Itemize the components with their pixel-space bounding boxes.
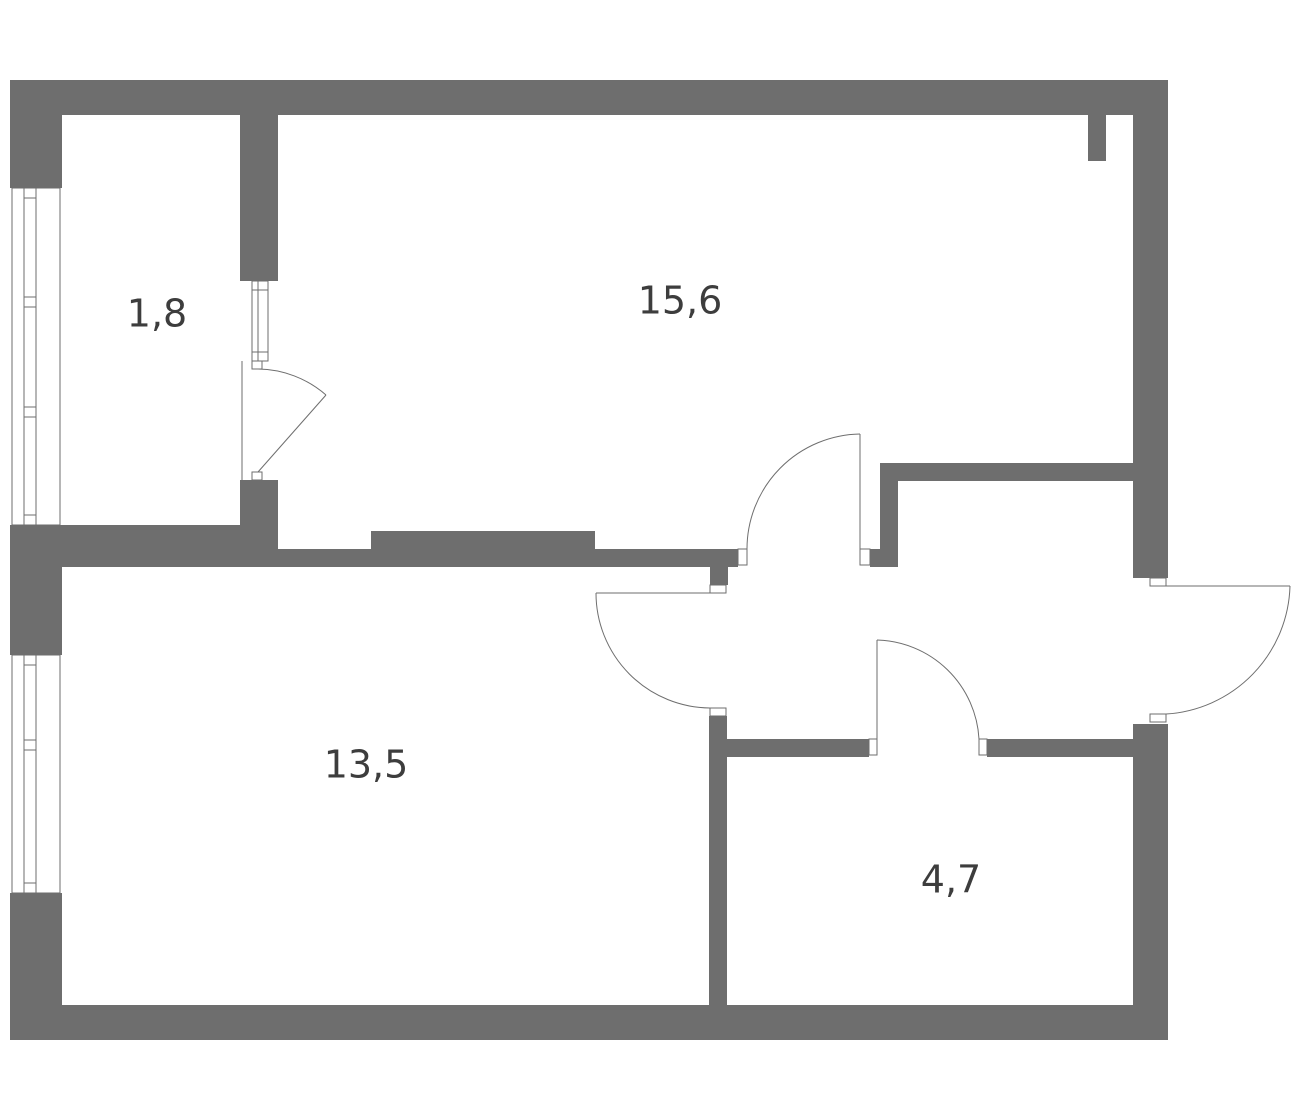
wall-mid-stub — [710, 549, 728, 585]
wall-loggia-divider-top — [240, 115, 278, 281]
wall-bath-top-left — [727, 739, 869, 757]
wall-hall-horizontal — [880, 463, 1133, 481]
wall-left-middle — [10, 525, 62, 655]
wall-mid-horizontal — [62, 549, 738, 567]
wall-mid-thickened — [371, 531, 595, 551]
wall-bath-top-right — [987, 739, 1133, 757]
wall-column — [1088, 115, 1106, 161]
door-room-left — [595, 584, 727, 717]
wall-right-lower — [1133, 724, 1168, 1040]
room-area-room-top: 15,6 — [638, 279, 723, 323]
window-loggia — [11, 187, 61, 526]
window-room-left — [11, 654, 61, 894]
room-area-room-left: 13,5 — [324, 743, 409, 787]
window-loggia-inner — [251, 280, 269, 362]
windows — [11, 187, 269, 894]
room-area-loggia: 1,8 — [127, 292, 187, 336]
exterior-walls — [10, 80, 1168, 1040]
wall-top — [10, 80, 1168, 115]
wall-bath-left — [709, 716, 727, 1006]
wall-top-left-corner — [10, 80, 62, 188]
doors — [241, 360, 1291, 756]
room-labels: 1,8 15,6 13,5 4,7 — [127, 279, 981, 902]
wall-hall-vertical — [880, 463, 898, 567]
door-loggia — [241, 360, 327, 481]
wall-hall-stub — [870, 549, 898, 567]
room-area-bathroom: 4,7 — [921, 858, 981, 902]
door-entrance — [1149, 577, 1291, 723]
door-room-top — [737, 433, 871, 566]
wall-bottom — [10, 1005, 1168, 1040]
door-bathroom — [868, 639, 988, 756]
interior-walls — [62, 115, 1133, 1006]
wall-right-upper — [1133, 80, 1168, 578]
